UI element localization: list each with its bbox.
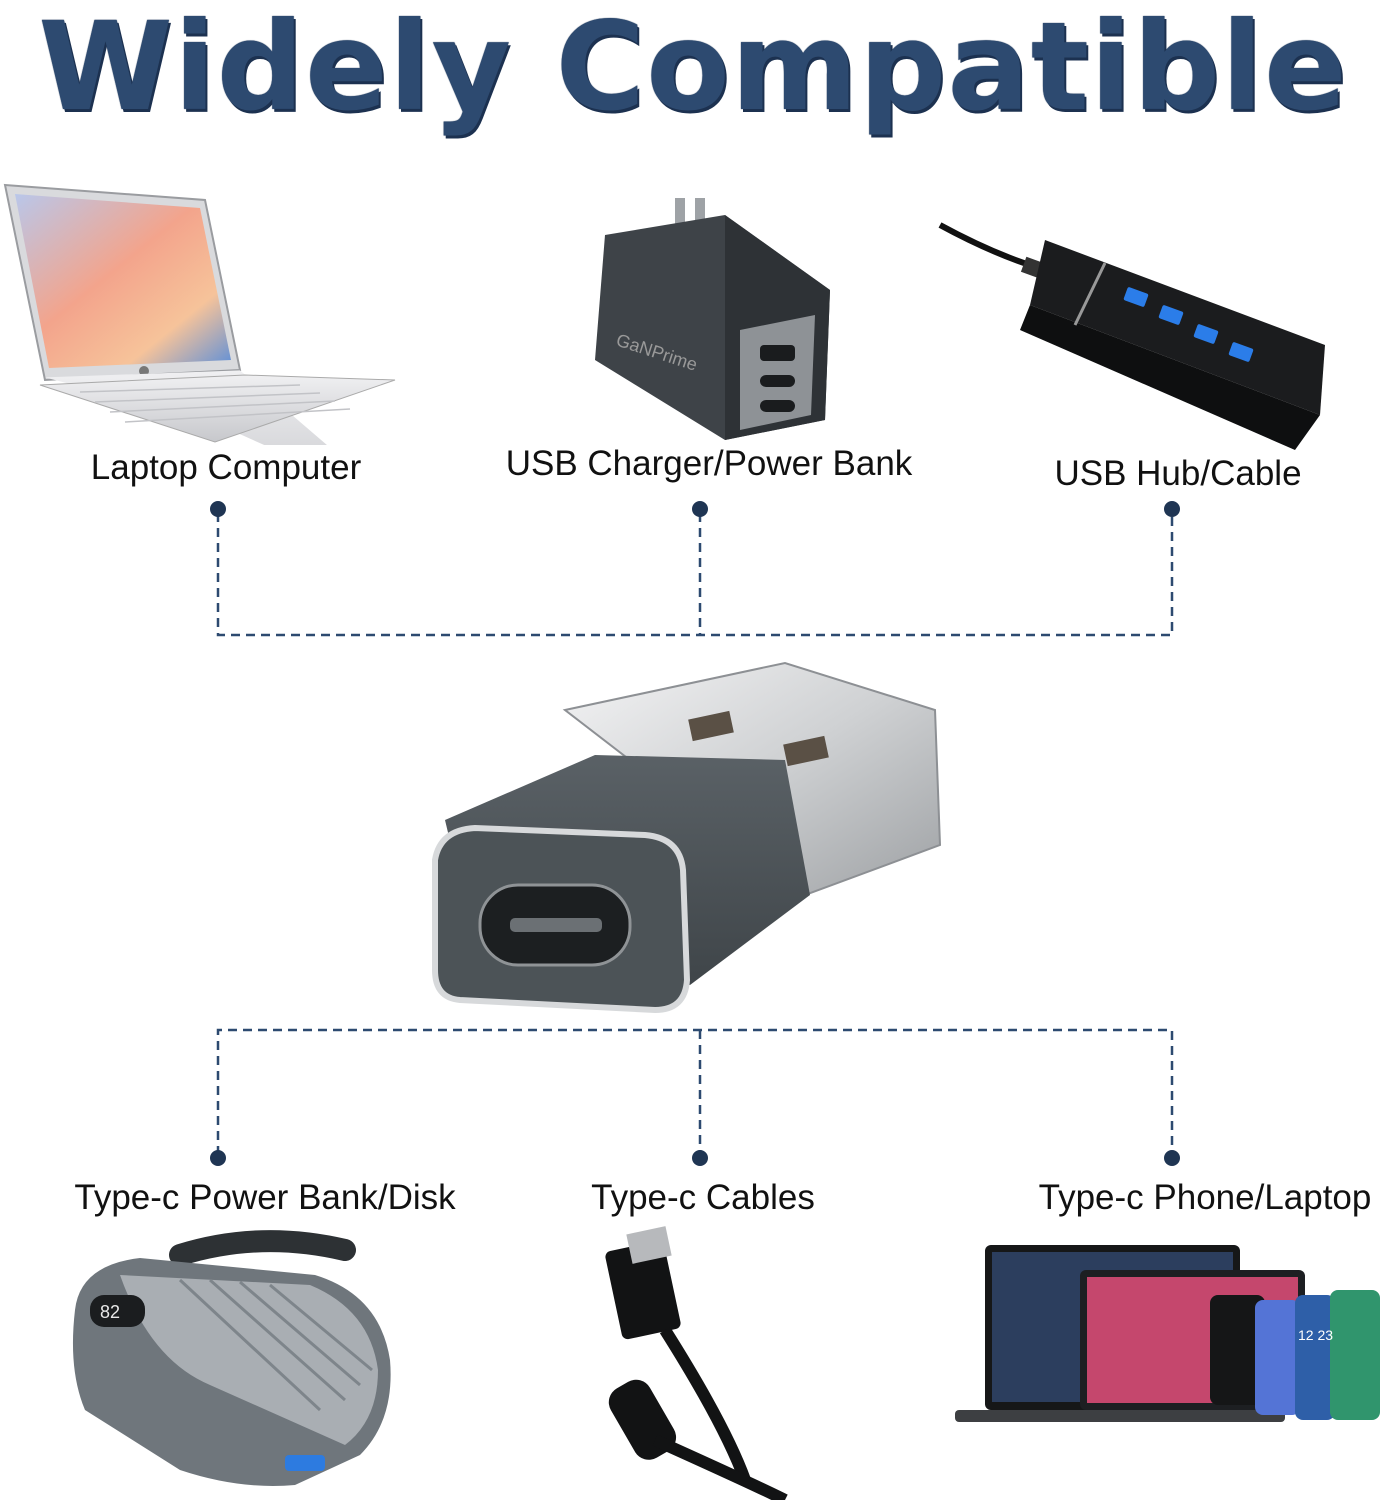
label-typec-powerbank: Type-c Power Bank/Disk	[74, 1178, 456, 1217]
bottom-connector-line	[216, 1028, 1174, 1155]
label-usb-charger: USB Charger/Power Bank	[505, 444, 913, 483]
charger-icon: GaNPrime	[595, 198, 830, 440]
connector-dot	[1164, 501, 1180, 517]
phone-laptop-icon: 12 23	[955, 1245, 1380, 1422]
laptop-icon	[3, 183, 396, 445]
connector-dot	[1164, 1150, 1180, 1166]
usb-hub-icon	[938, 222, 1325, 450]
connector-dot	[692, 501, 708, 517]
phone-time: 12 23	[1298, 1327, 1333, 1343]
cable-icon	[605, 1226, 788, 1500]
power-bank-icon: 82	[72, 1230, 391, 1486]
powerbank-display: 82	[100, 1302, 120, 1322]
connector-dot	[210, 1150, 226, 1166]
top-connector-line	[216, 513, 1174, 637]
connector-dot	[692, 1150, 708, 1166]
connector-dot	[210, 501, 226, 517]
label-laptop-computer: Laptop Computer	[90, 448, 362, 487]
usb-c-adapter-image	[432, 661, 942, 1014]
label-typec-cables: Type-c Cables	[591, 1178, 815, 1217]
page-title: Widely Compatible	[38, 0, 1348, 138]
label-typec-phone-laptop: Type-c Phone/Laptop	[1038, 1178, 1372, 1217]
label-usb-hub: USB Hub/Cable	[1054, 454, 1302, 493]
